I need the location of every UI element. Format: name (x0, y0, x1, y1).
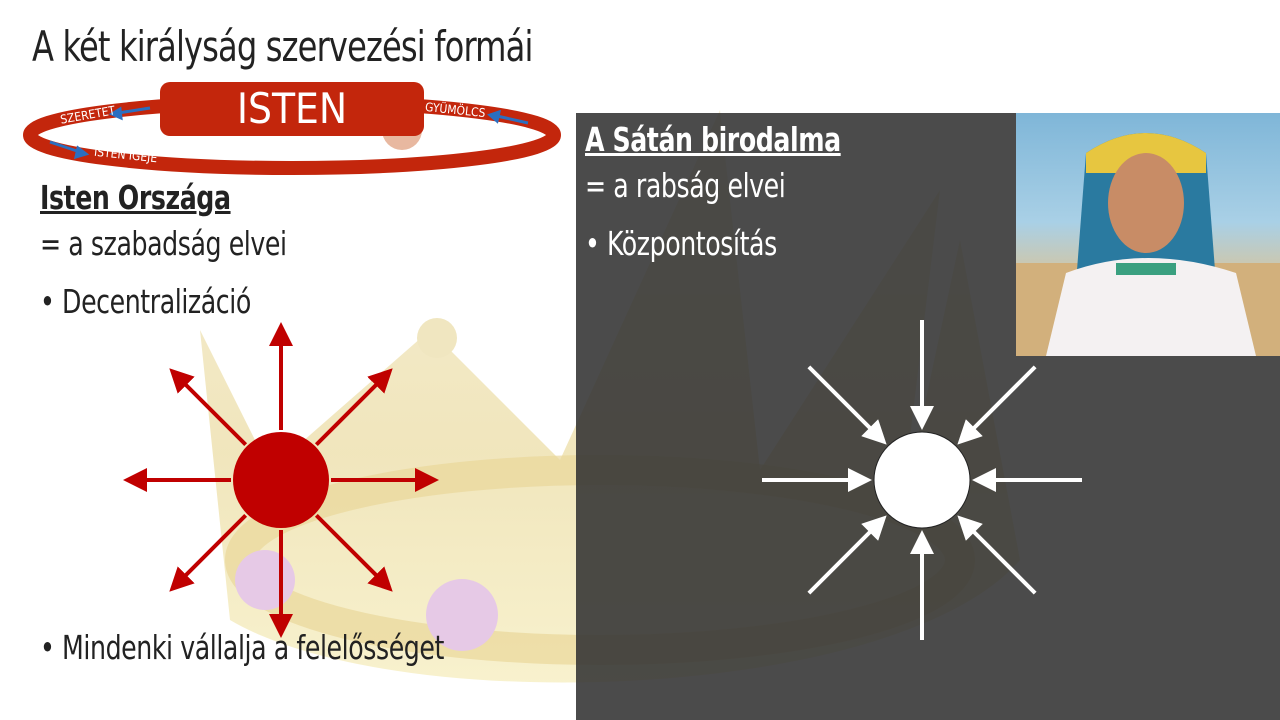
centralization-center (873, 431, 971, 529)
right-bullet-1: • Központosítás (585, 224, 777, 263)
left-heading: Isten Országa (40, 178, 231, 217)
pharaoh-image (1016, 113, 1280, 356)
left-bullet-2: • Mindenki vállalja a felelősséget (40, 628, 444, 667)
bullet-icon: • (40, 282, 63, 321)
arrow-icon (314, 368, 393, 447)
decentralization-arrows (123, 322, 439, 638)
arrow-icon (807, 515, 887, 595)
right-heading: A Sátán birodalma (585, 120, 841, 159)
arrow-icon (957, 515, 1037, 595)
decentralization-center (233, 432, 329, 528)
slide-title: A két királyság szervezési formái (32, 22, 533, 71)
right-subtitle: = a rabság elvei (585, 166, 786, 205)
left-subtitle: = a szabadság elvei (40, 224, 287, 263)
god-box: ISTEN (160, 82, 424, 136)
bullet-icon: • (40, 628, 63, 667)
arrow-icon (807, 365, 887, 445)
arrow-icon (169, 368, 248, 447)
arrow-icon (49, 106, 529, 160)
arrow-icon (314, 513, 393, 592)
centralization-arrows (762, 320, 1082, 640)
arrow-icon (957, 365, 1037, 445)
left-bullet-1: • Decentralizáció (40, 282, 251, 321)
bullet-icon: • (585, 224, 608, 263)
arrow-icon (169, 513, 248, 592)
